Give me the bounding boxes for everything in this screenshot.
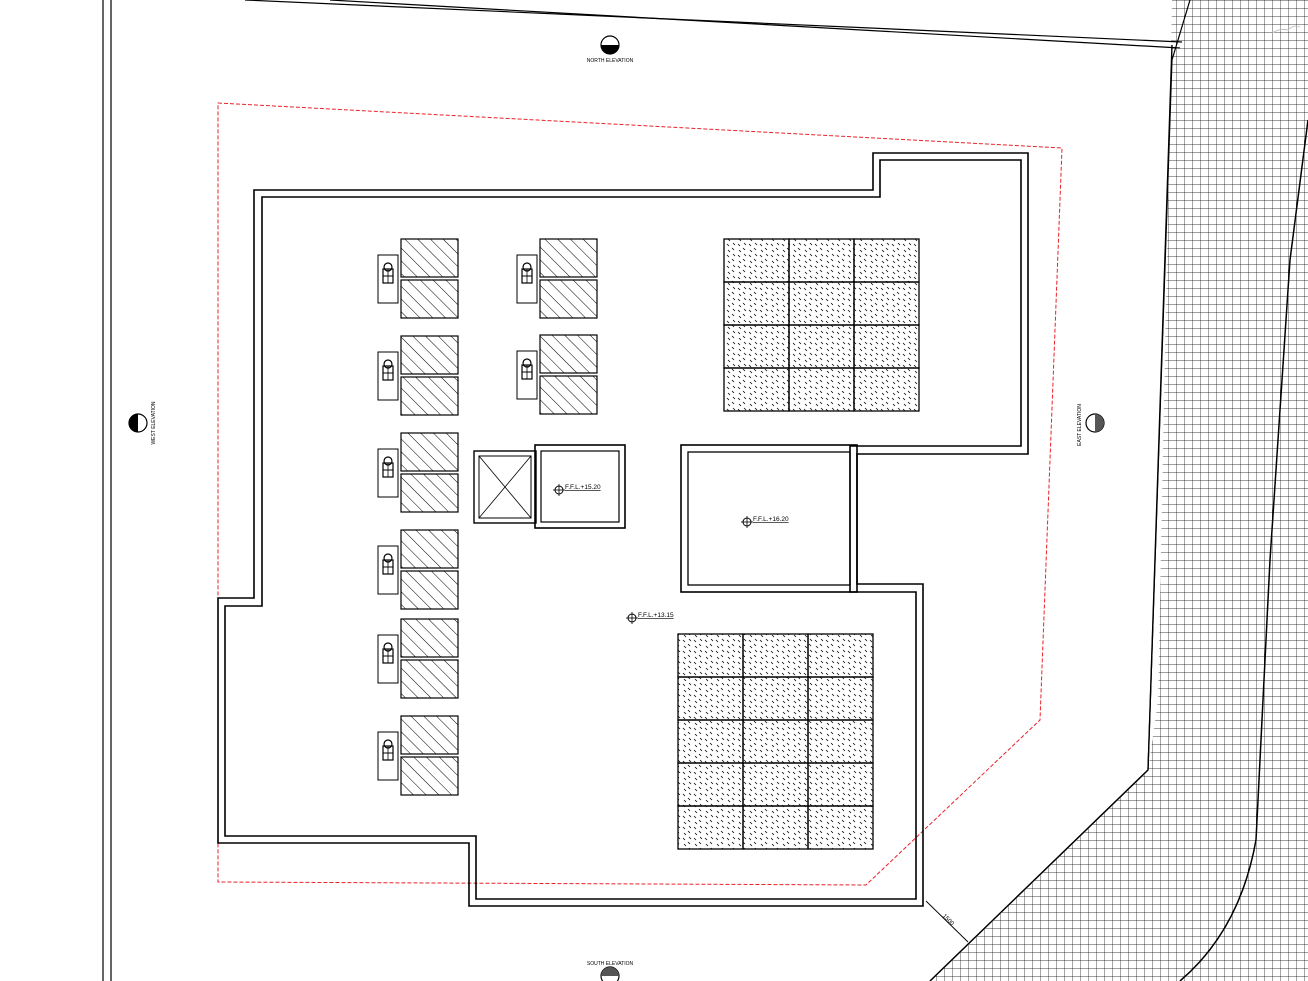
tank-panel-group	[377, 529, 459, 610]
signature-mark	[1271, 25, 1301, 34]
west-elevation-marker: WEST ELEVATION	[128, 401, 157, 445]
solar-tile	[742, 805, 809, 850]
level-marker-main: F.F.L.+13.15	[626, 612, 674, 624]
solar-tile	[788, 238, 855, 283]
water-tank-icon	[521, 358, 533, 380]
solar-tile	[677, 676, 744, 721]
solar-array-bottom	[677, 633, 874, 850]
water-tank-icon	[382, 553, 394, 575]
tank-panel-group	[377, 715, 459, 796]
solar-tile	[742, 762, 809, 807]
solar-array-top	[723, 238, 920, 412]
roof-outline-inner	[224, 159, 1022, 900]
north-elevation-marker: NORTH ELEVATION	[587, 35, 634, 64]
solar-tile	[807, 633, 874, 678]
south-elevation-marker: SOUTH ELEVATION	[587, 961, 634, 981]
tank-panel-group	[377, 335, 459, 416]
solar-tile	[853, 238, 920, 283]
tank-panel-group	[377, 432, 459, 513]
solar-tile	[723, 281, 790, 326]
solar-panel	[400, 715, 459, 755]
solar-tile	[677, 762, 744, 807]
solar-panel	[400, 335, 459, 375]
paved-area	[930, 0, 1308, 981]
solar-panel	[400, 570, 459, 610]
north-boundary	[244, 0, 1183, 49]
solar-panel	[400, 659, 459, 699]
solar-panel	[400, 618, 459, 658]
solar-tile	[807, 676, 874, 721]
solar-tile	[677, 719, 744, 764]
solar-panel	[539, 375, 598, 415]
upper-block	[680, 444, 858, 593]
east-elevation-marker: EAST ELEVATION	[1077, 404, 1105, 446]
setback-dimension: 1500	[925, 900, 969, 943]
solar-panel	[539, 238, 598, 278]
lift-shaft	[473, 450, 537, 524]
roof-outline-outer	[217, 152, 1029, 907]
east-elevation-label: EAST ELEVATION	[1077, 404, 1083, 446]
solar-tile	[723, 367, 790, 412]
solar-tile	[723, 324, 790, 369]
level-marker-stair: F.F.L.+15.20	[553, 484, 601, 496]
water-tank-icon	[521, 262, 533, 284]
solar-panel	[400, 432, 459, 472]
south-elevation-label: SOUTH ELEVATION	[587, 961, 634, 967]
tank-panel-group	[516, 238, 598, 319]
north-elevation-label: NORTH ELEVATION	[587, 58, 634, 64]
paved-area-curve	[1179, 119, 1308, 981]
solar-tile	[742, 676, 809, 721]
west-road	[102, 0, 112, 981]
tank-panel-group	[377, 618, 459, 699]
solar-panel	[400, 376, 459, 416]
solar-tile	[788, 281, 855, 326]
solar-tile	[807, 762, 874, 807]
level-label-upper: F.F.L.+16.20	[753, 516, 789, 523]
tank-panel-group	[377, 238, 459, 319]
water-tank-icon	[382, 739, 394, 761]
solar-tile	[853, 281, 920, 326]
setback-line	[217, 102, 1063, 886]
tank-groups	[377, 238, 598, 796]
solar-panel	[539, 334, 598, 374]
level-label-stair: F.F.L.+15.20	[565, 484, 601, 491]
solar-tile	[788, 324, 855, 369]
stair-headroom	[534, 444, 626, 529]
solar-tile	[853, 367, 920, 412]
solar-tile	[853, 324, 920, 369]
solar-tile	[723, 238, 790, 283]
solar-panel	[400, 238, 459, 278]
solar-panel	[400, 473, 459, 513]
solar-panel	[400, 756, 459, 796]
solar-tile	[807, 805, 874, 850]
dimension-label: 1500	[941, 913, 955, 927]
west-elevation-label: WEST ELEVATION	[151, 401, 157, 444]
solar-panel	[400, 529, 459, 569]
water-tank-icon	[382, 359, 394, 381]
solar-panel	[400, 279, 459, 319]
solar-tile	[677, 633, 744, 678]
solar-tile	[742, 719, 809, 764]
solar-tile	[677, 805, 744, 850]
level-marker-upper: F.F.L.+16.20	[741, 516, 789, 528]
solar-panel	[539, 279, 598, 319]
diagonal-boundary	[929, 44, 1173, 981]
level-label-main: F.F.L.+13.15	[638, 612, 674, 619]
solar-tile	[807, 719, 874, 764]
solar-tile	[788, 367, 855, 412]
tank-panel-group	[516, 334, 598, 415]
water-tank-icon	[382, 456, 394, 478]
solar-tile	[742, 633, 809, 678]
water-tank-icon	[382, 262, 394, 284]
water-tank-icon	[382, 642, 394, 664]
